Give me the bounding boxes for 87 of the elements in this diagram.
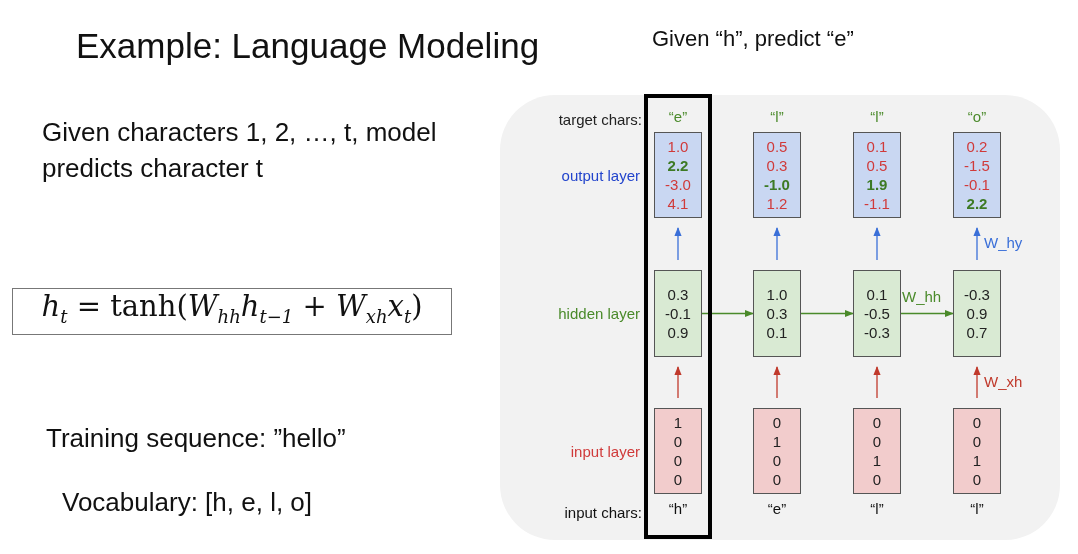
vector-value: -0.3 xyxy=(964,285,990,304)
vector-value: 0 xyxy=(673,432,683,451)
vector-value: 2.2 xyxy=(667,156,689,175)
hidden-vector-box xyxy=(853,270,901,357)
vector-value: 0.3 xyxy=(766,304,788,323)
arrow xyxy=(701,309,754,318)
arrow xyxy=(973,366,981,399)
row-label: input chars: xyxy=(564,503,642,523)
vector-value: 0 xyxy=(772,451,782,470)
vocabulary-text: Vocabulary: [h, e, l, o] xyxy=(62,486,313,519)
vector-value: 0 xyxy=(872,470,882,489)
char-label: “e” xyxy=(667,108,689,125)
vector-value: -3.0 xyxy=(665,175,691,194)
char-label: “o” xyxy=(966,108,988,125)
vector-value: 0.5 xyxy=(766,137,788,156)
vector-value: 0.1 xyxy=(866,137,888,156)
arrow xyxy=(773,227,781,261)
vector-value: 0 xyxy=(972,432,982,451)
vector-value: 0.5 xyxy=(866,156,888,175)
vector-value: 0.3 xyxy=(766,156,788,175)
vector-value: -0.5 xyxy=(864,304,890,323)
input-vector-box xyxy=(953,408,1001,494)
vector-value: 1.0 xyxy=(766,285,788,304)
title: Example: Language Modeling xyxy=(76,26,540,66)
arrow xyxy=(773,366,781,399)
edge-label: W_hy xyxy=(983,234,1024,251)
formula-box xyxy=(12,288,452,335)
char-label: “l” xyxy=(869,500,885,517)
row-label: input layer xyxy=(570,442,640,462)
vector-value: -0.3 xyxy=(864,323,890,342)
char-label: “l” xyxy=(869,108,885,125)
output-vector-box xyxy=(654,132,702,218)
vector-value: 0 xyxy=(673,451,683,470)
training-sequence-text: Training sequence: ”hello” xyxy=(46,422,346,455)
description-text: Given characters 1, 2, …, t, model predicts character t xyxy=(42,116,438,186)
arrow xyxy=(873,366,881,399)
input-vector-box xyxy=(753,408,801,494)
vector-value: 4.1 xyxy=(667,194,689,213)
char-label: “l” xyxy=(969,500,985,517)
hidden-vector-box xyxy=(654,270,702,357)
arrow xyxy=(973,227,981,261)
hidden-vector-box xyxy=(953,270,1001,357)
vector-value: 0 xyxy=(673,470,683,489)
arrow xyxy=(674,227,682,261)
vector-value: 1 xyxy=(772,432,782,451)
vector-value: 0 xyxy=(872,413,882,432)
arrow xyxy=(674,366,682,399)
row-label: output layer xyxy=(561,166,640,186)
vector-value: 0.7 xyxy=(966,323,988,342)
row-label: hidden layer xyxy=(558,304,640,324)
subtitle: Given “h”, predict “e” xyxy=(652,25,854,53)
output-vector-box xyxy=(753,132,801,218)
arrow xyxy=(900,309,954,318)
output-vector-box xyxy=(853,132,901,218)
char-label: “h” xyxy=(667,500,689,517)
vector-value: 0.1 xyxy=(866,285,888,304)
vector-value: 0.3 xyxy=(667,285,689,304)
char-label: “e” xyxy=(766,500,788,517)
vector-value: 1 xyxy=(972,451,982,470)
vector-value: 2.2 xyxy=(966,194,988,213)
vector-value: -1.1 xyxy=(864,194,890,213)
vector-value: 1.9 xyxy=(866,175,888,194)
hidden-vector-box xyxy=(753,270,801,357)
output-vector-box xyxy=(953,132,1001,218)
vector-value: 0.1 xyxy=(766,323,788,342)
vector-value: -1.5 xyxy=(964,156,990,175)
row-label: target chars: xyxy=(558,110,642,130)
vector-value: 1.2 xyxy=(766,194,788,213)
vector-value: 0 xyxy=(772,470,782,489)
vector-value: 0.9 xyxy=(966,304,988,323)
vector-value: 0 xyxy=(872,432,882,451)
vector-value: 1 xyxy=(673,413,683,432)
input-vector-box xyxy=(853,408,901,494)
arrow xyxy=(800,309,854,318)
vector-value: 1.0 xyxy=(667,137,689,156)
vector-value: -0.1 xyxy=(665,304,691,323)
vector-value: 0 xyxy=(972,413,982,432)
arrow xyxy=(873,227,881,261)
input-vector-box xyxy=(654,408,702,494)
char-label: “l” xyxy=(769,108,785,125)
vector-value: 0.2 xyxy=(966,137,988,156)
vector-value: 0 xyxy=(772,413,782,432)
vector-value: -1.0 xyxy=(764,175,790,194)
vector-value: 1 xyxy=(872,451,882,470)
vector-value: -0.1 xyxy=(964,175,990,194)
vector-value: 0.9 xyxy=(667,323,689,342)
vector-value: 0 xyxy=(972,470,982,489)
